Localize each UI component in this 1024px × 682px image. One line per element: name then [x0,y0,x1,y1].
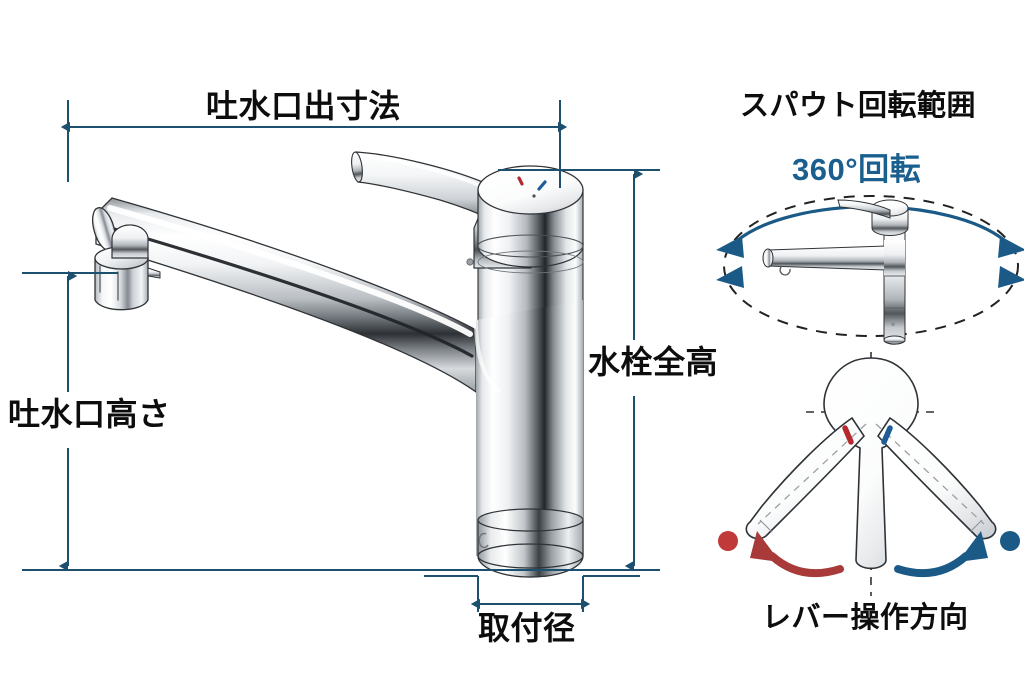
spout-body-joint [474,300,583,556]
dim-mounting-diameter [424,575,640,612]
lever-arm-right-axis [875,423,985,525]
dim-label-faucet-height: 水栓全高 [588,344,719,380]
rotation-path-ellipse [723,195,1019,337]
cold-rotation-arrow [894,531,988,578]
hot-endpoint-dot [718,531,738,551]
lever-arm-right [876,416,997,540]
dim-faucet-height [498,168,660,572]
hot-marker [842,425,854,445]
panel-callout-360-rotation: 360°回転 [792,152,922,187]
dim-label-spout-reach: 吐水口出寸法 [206,88,402,124]
cartridge-cap [477,165,584,268]
dimension-lines [22,100,660,612]
aerator-head [94,224,161,311]
spout-tube [91,197,477,394]
body-seam-lower [477,250,584,274]
dim-spout-height [22,270,118,572]
panel-heading-lever-direction: レバー操作方向 [762,602,969,634]
panel-heading-spout-rotation: スパウト回転範囲 [740,90,977,122]
rotated-faucet-thumbnail [762,199,909,345]
handle-screw-icon [466,258,474,266]
body-seam-upper [477,234,584,258]
dim-spout-reach [60,100,568,188]
faucet-illustration [91,151,584,578]
dim-label-spout-height: 吐水口高さ [8,396,171,432]
rotation-arrowheads [716,236,1024,288]
spout-rotation-panel [716,195,1024,345]
mounting-base [477,508,584,578]
cold-marker [881,425,893,445]
hot-cold-indicator [517,176,547,198]
lever-hub [823,357,919,570]
cold-endpoint-dot [1000,531,1020,551]
lever-arm-left-axis [757,423,867,525]
dim-label-mounting-diameter: 取付径 [478,610,576,646]
hot-rotation-arrow [750,531,844,578]
lever-direction-panel [718,352,1020,596]
